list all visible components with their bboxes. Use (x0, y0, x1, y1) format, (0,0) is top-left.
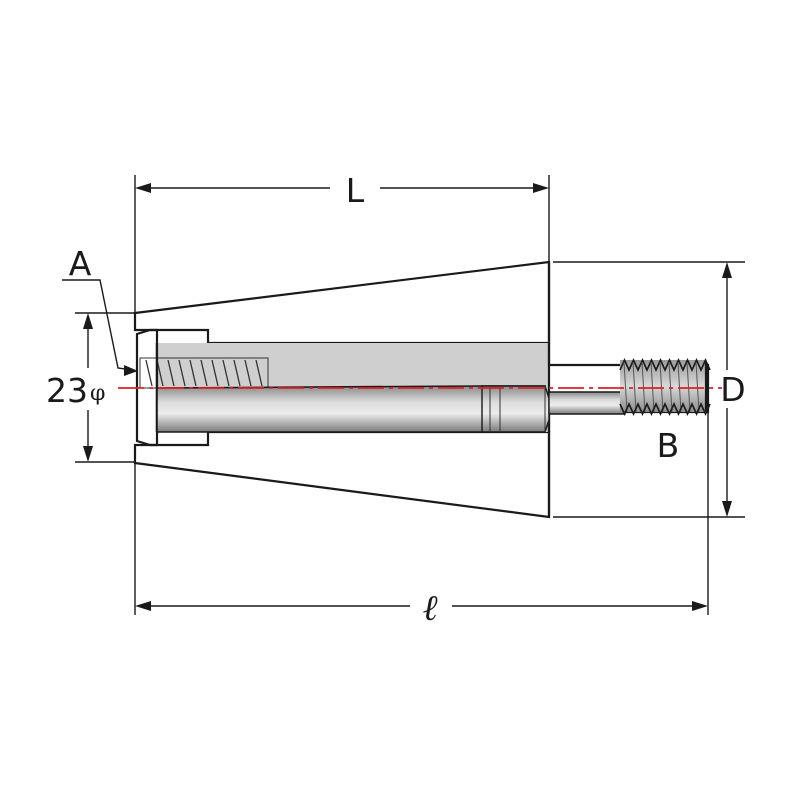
draw-bolt (135, 328, 626, 447)
thread-b (619, 358, 711, 416)
label-diameter-symbol: φ (90, 381, 105, 406)
dimension-D: D (553, 261, 746, 518)
label-B: B (657, 426, 680, 465)
callout-A: A (62, 244, 138, 376)
dimension-L: L (134, 171, 550, 313)
collet-lower-wall (133, 430, 551, 519)
dimension-23-diameter: 23 φ (46, 312, 135, 463)
thread-b-lower-crests (619, 402, 711, 416)
collet-upper-wall (133, 260, 551, 345)
label-D: D (720, 370, 745, 409)
label-A: A (69, 244, 92, 283)
label-ell: ℓ (423, 588, 438, 629)
thread-a (139, 357, 269, 389)
label-L: L (346, 171, 365, 210)
dimension-overall-length: ℓ (134, 412, 709, 629)
bolt-hex (481, 385, 550, 433)
bolt-rear-shaft (548, 391, 626, 415)
thread-b-upper-crests (619, 358, 711, 413)
thread-a-crests (145, 359, 263, 387)
bolt-head (135, 328, 159, 447)
label-diameter-value: 23 (46, 371, 88, 410)
